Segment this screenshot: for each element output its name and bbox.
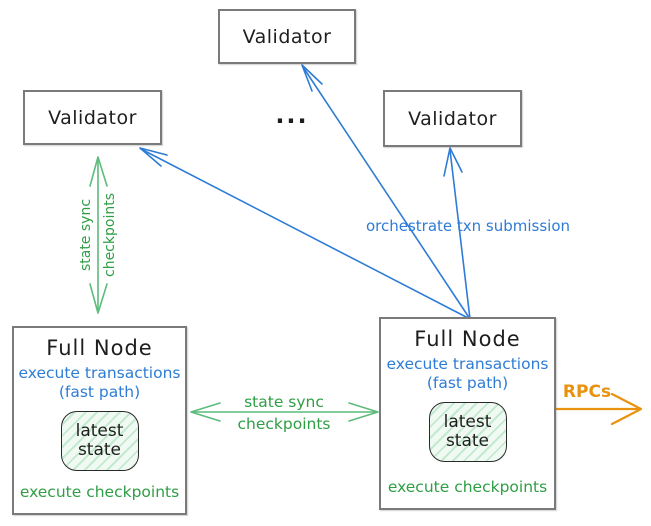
latest-state-line2: state <box>445 431 490 452</box>
fullnode-left-blue-line1: execute transactions <box>18 364 181 382</box>
state-sync-mid-label-line2: checkpoints <box>237 415 331 433</box>
rpcs-arrow <box>555 392 643 426</box>
fullnode-right-footer: execute checkpoints <box>387 478 548 496</box>
orchestrate-arrow-to-right-validator <box>443 147 471 320</box>
state-sync-left-label-line2: checkpoints <box>102 193 118 277</box>
validator-left-node: Validator <box>23 90 162 145</box>
rpcs-label: RPCs <box>562 382 612 402</box>
orchestrate-arrow-to-top-validator <box>301 64 471 320</box>
fullnode-left-blue-line2: (fast path) <box>58 382 141 401</box>
latest-state-line2: state <box>77 440 122 461</box>
orchestrate-arrow-to-left-validator <box>139 147 471 320</box>
latest-state-line1: latest <box>75 420 124 441</box>
validator-right-label: Validator <box>408 107 497 130</box>
validator-left-label: Validator <box>48 106 137 129</box>
validator-right-node: Validator <box>383 90 522 147</box>
fullnode-left-fastpath-text: execute transactions (fast path) <box>18 364 180 401</box>
state-sync-double-arrow-vertical <box>89 156 108 314</box>
fullnode-left-latest-state-box: latest state <box>60 411 139 472</box>
fullnode-left-footer: execute checkpoints <box>19 483 180 501</box>
fullnode-right-fastpath-text: execute transactions (fast path) <box>386 355 548 392</box>
fullnode-right-blue-line2: (fast path) <box>426 373 509 392</box>
latest-state-line1: latest <box>443 411 492 432</box>
orchestrate-label: orchestrate txn submission <box>365 217 571 235</box>
state-sync-mid-label-line1: state sync <box>244 393 324 411</box>
state-sync-double-arrow-horizontal <box>190 402 379 422</box>
state-sync-left-label-line1: state sync <box>78 198 94 272</box>
fullnode-left-title: Full Node <box>46 336 153 360</box>
fullnode-left-node: Full Node execute transactions (fast pat… <box>12 326 187 515</box>
validator-top-label: Validator <box>242 25 332 48</box>
fullnode-right-blue-line1: execute transactions <box>386 355 549 373</box>
fullnode-right-latest-state-box: latest state <box>428 402 507 463</box>
validator-top-node: Validator <box>218 9 356 64</box>
fullnode-right-title: Full Node <box>414 327 521 351</box>
fullnode-right-node: Full Node execute transactions (fast pat… <box>379 317 556 510</box>
validators-ellipsis: ... <box>275 101 309 129</box>
